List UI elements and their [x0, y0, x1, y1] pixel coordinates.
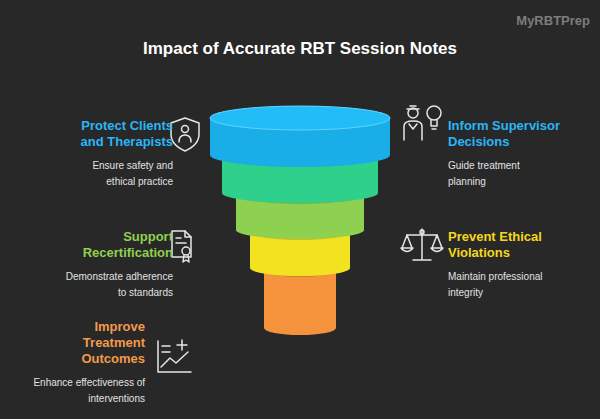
bulb-base — [431, 120, 437, 129]
item-description: Demonstrate adherence to standards — [55, 269, 173, 301]
benefit-item: Inform Supervisor DecisionsGuide treatme… — [448, 118, 588, 190]
funnel-layer — [210, 106, 390, 167]
benefit-item: Protect Clients and TherapistsEnsure saf… — [20, 118, 173, 190]
funnel-top — [210, 106, 390, 130]
scale-stand — [413, 229, 431, 260]
chart-axes — [158, 341, 191, 372]
certificate-icon — [172, 231, 191, 262]
bulb — [427, 106, 441, 120]
person-body — [179, 135, 191, 142]
shield-outline — [171, 118, 199, 151]
trend-line — [161, 352, 188, 367]
scale-pivot — [420, 230, 424, 234]
benefit-item: Support RecertificationDemonstrate adher… — [20, 229, 173, 301]
person-head — [182, 126, 189, 133]
benefit-item: Improve Treatment OutcomesEnhance effect… — [15, 319, 145, 407]
chart-icon — [158, 340, 191, 372]
supervisor-icon — [404, 106, 441, 140]
right-pan — [431, 235, 443, 252]
left-pan — [401, 235, 413, 252]
item-heading: Support Recertification — [61, 229, 173, 261]
funnel-stack — [210, 106, 390, 335]
item-description: Maintain professional integrity — [448, 269, 560, 301]
item-heading: Prevent Ethical Violations — [448, 229, 568, 261]
person-collar — [409, 124, 417, 129]
item-description: Enhance effectiveness of interventions — [20, 375, 145, 407]
scales-icon — [401, 229, 443, 260]
watermark: MyRBTPrep — [516, 13, 590, 29]
item-description: Ensure safety and ethical practice — [73, 158, 173, 190]
item-heading: Protect Clients and Therapists — [61, 118, 173, 150]
document-lines — [176, 238, 186, 243]
person-cap — [407, 106, 419, 109]
ribbon — [183, 255, 189, 262]
item-heading: Improve Treatment Outcomes — [67, 319, 145, 367]
icons — [158, 106, 443, 372]
shield-icon — [171, 118, 199, 151]
document-outline — [172, 231, 191, 257]
chart-dashes — [162, 346, 170, 352]
seal — [182, 247, 190, 255]
person-body — [404, 121, 422, 140]
benefit-item: Prevent Ethical ViolationsMaintain profe… — [448, 229, 588, 301]
item-heading: Inform Supervisor Decisions — [448, 118, 580, 150]
item-description: Guide treatment planning — [448, 158, 532, 190]
plus-sign — [177, 340, 187, 350]
document-fold — [185, 231, 191, 237]
diagram-title: Impact of Accurate RBT Session Notes — [0, 38, 600, 60]
